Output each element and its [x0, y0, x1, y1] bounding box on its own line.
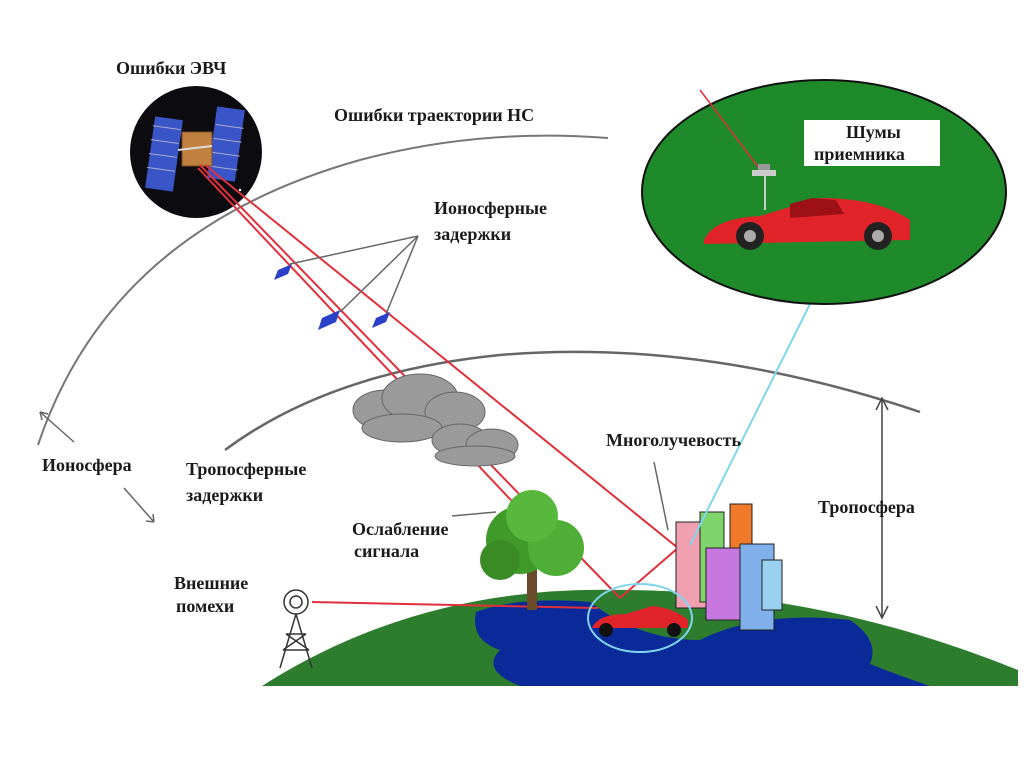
label-iono-delays-line2: задержки: [434, 224, 511, 244]
label-ionosphere: Ионосфера: [42, 455, 132, 475]
label-trajectory-errors: Ошибки траектории НС: [334, 105, 534, 125]
ionosphere-arrow-down: [124, 488, 154, 522]
ionospheric-pointer-lines: [290, 236, 418, 314]
label-iono-delays-line1: Ионосферные: [434, 198, 547, 218]
label-tropo-delays-line1: Тропосферные: [186, 459, 306, 479]
label-tropo-delays-line2: задержки: [186, 485, 263, 505]
multipath-pointer: [654, 462, 668, 530]
troposphere-arc: [225, 352, 920, 450]
clouds: [353, 374, 518, 466]
label-receiver-noise-line1: Шумы: [846, 122, 901, 142]
attenuation-pointer: [452, 512, 496, 516]
label-attenuation-line1: Ослабление: [352, 519, 448, 539]
receiver-noise-inset: [642, 80, 1006, 304]
label-external-line2: помехи: [176, 596, 234, 616]
ionosphere-arc: [38, 136, 608, 445]
interference-tower: [280, 590, 312, 668]
label-troposphere: Тропосфера: [818, 497, 915, 517]
label-receiver-noise-line2: приемника: [814, 144, 905, 164]
label-attenuation-line2: сигнала: [354, 541, 419, 561]
satellite: [130, 86, 262, 218]
label-external-line1: Внешние: [174, 573, 248, 593]
label-multipath: Многолучевость: [606, 430, 742, 450]
label-evch-errors: Ошибки ЭВЧ: [116, 58, 226, 78]
